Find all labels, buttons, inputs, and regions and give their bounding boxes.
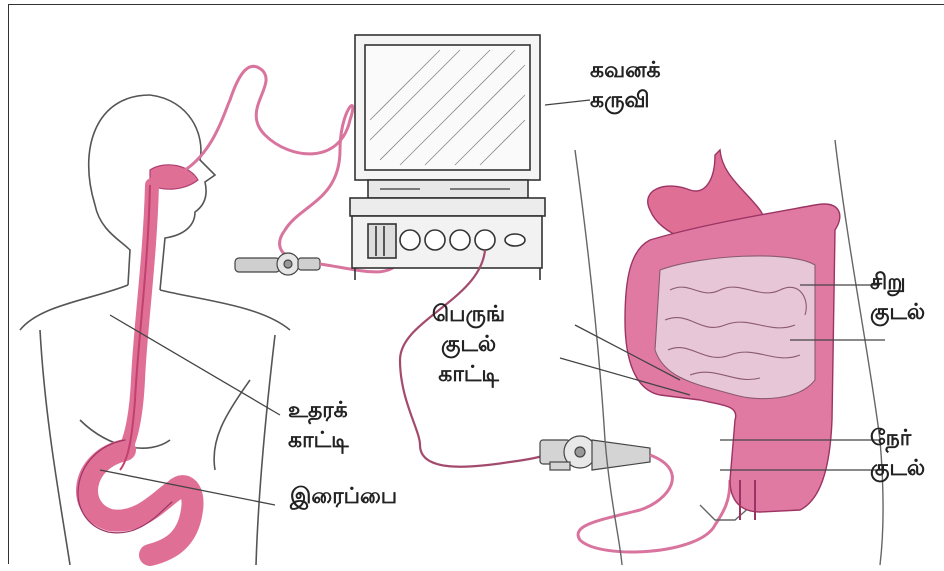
gastroscope-handle <box>235 253 320 275</box>
colonoscope-label-line1: பெருங் <box>432 300 505 330</box>
monitor-label-line1: கவனக் <box>590 56 661 86</box>
gastroscope-label-line1: உதரக் <box>288 396 349 426</box>
face-profile <box>150 95 215 290</box>
stomach-label-line1: இரைப்பை <box>290 482 397 512</box>
control-unit <box>350 198 545 280</box>
gastroscope-label: உதரக் காட்டி <box>288 396 349 456</box>
small-intestine <box>655 256 815 399</box>
head-outline <box>89 95 150 285</box>
shoulder-right <box>160 290 290 330</box>
colonoscope-insertion-tube <box>578 455 730 552</box>
torso-right-side <box>256 335 275 565</box>
small-intestine-label-line1: சிறு <box>870 268 925 298</box>
gastroscope-tube-top <box>185 66 353 262</box>
monitor <box>355 35 540 198</box>
colonoscope-label: பெருங் குடல் காட்டி <box>432 300 505 390</box>
stomach-label: இரைப்பை <box>290 482 397 512</box>
stomach-shape <box>87 450 193 555</box>
small-intestine-label: சிறு குடல் <box>870 268 925 328</box>
rectum-label-line1: நேர் <box>870 424 925 454</box>
monitor-label: கவனக் கருவி <box>590 56 661 116</box>
colonoscope-label-line2: குடல் <box>432 330 505 360</box>
colonoscope-handle <box>540 436 650 470</box>
monitor-label-line2: கருவி <box>590 86 661 116</box>
rectum-label: நேர் குடல் <box>870 424 925 484</box>
small-intestine-label-line2: குடல் <box>870 298 925 328</box>
gastroscope-label-line2: காட்டி <box>288 426 349 456</box>
rectum-label-line2: குடல் <box>870 454 925 484</box>
torso-left-side <box>40 330 70 565</box>
shoulder-left <box>20 285 128 330</box>
colonoscope-label-line3: காட்டி <box>432 360 505 390</box>
